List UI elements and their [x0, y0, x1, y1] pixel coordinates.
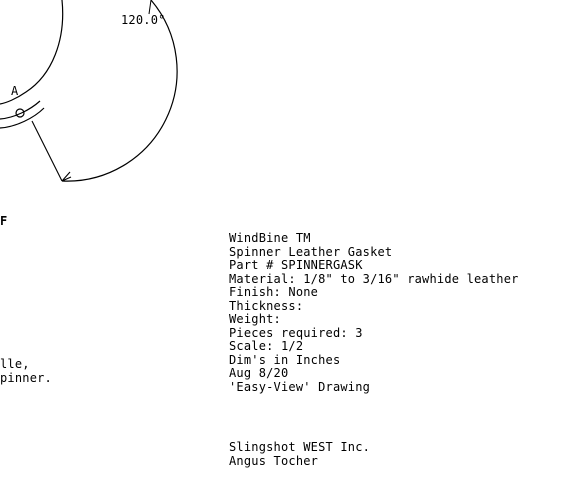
scale: Scale: 1/2 — [229, 339, 304, 353]
thickness: Thickness: — [229, 298, 304, 313]
arrowhead — [61, 171, 72, 182]
finish: Finish: None — [229, 285, 319, 299]
gasket-band-arc-2 — [0, 107, 45, 129]
weight: Weight: — [229, 312, 281, 326]
hole-a — [15, 108, 25, 118]
gasket-outer-arc — [61, 0, 178, 182]
partial-note-line2: pinner. — [0, 371, 52, 385]
point-a-label: A — [11, 84, 19, 98]
gasket-band-arc — [0, 100, 41, 120]
company-block: Slingshot WEST Inc. Angus Tocher — [229, 440, 371, 468]
partial-label-f: F — [0, 214, 8, 228]
drawing-type: 'Easy-View' Drawing — [229, 379, 371, 394]
company-name: Slingshot WEST Inc. — [229, 440, 371, 454]
part-name: Spinner Leather Gasket — [229, 244, 393, 259]
angle-leader — [148, 0, 152, 15]
part-number: Part # SPINNERGASK — [229, 258, 363, 272]
title-block: WindBine TM Spinner Leather Gasket Part … — [229, 231, 519, 394]
dimension-line — [31, 120, 63, 182]
date: Aug 8/20 — [229, 366, 289, 380]
material: Material: 1/8" to 3/16" rawhide leather — [229, 271, 519, 286]
author-name: Angus Tocher — [229, 453, 319, 468]
angle-label: 120.0° — [121, 13, 166, 27]
partial-note-line1: lle, — [0, 357, 30, 371]
brand-name: WindBine TM — [229, 231, 311, 245]
pieces-required: Pieces required: 3 — [229, 325, 363, 340]
units: Dim's in Inches — [229, 352, 341, 367]
gasket-inner-arc — [0, 0, 64, 105]
